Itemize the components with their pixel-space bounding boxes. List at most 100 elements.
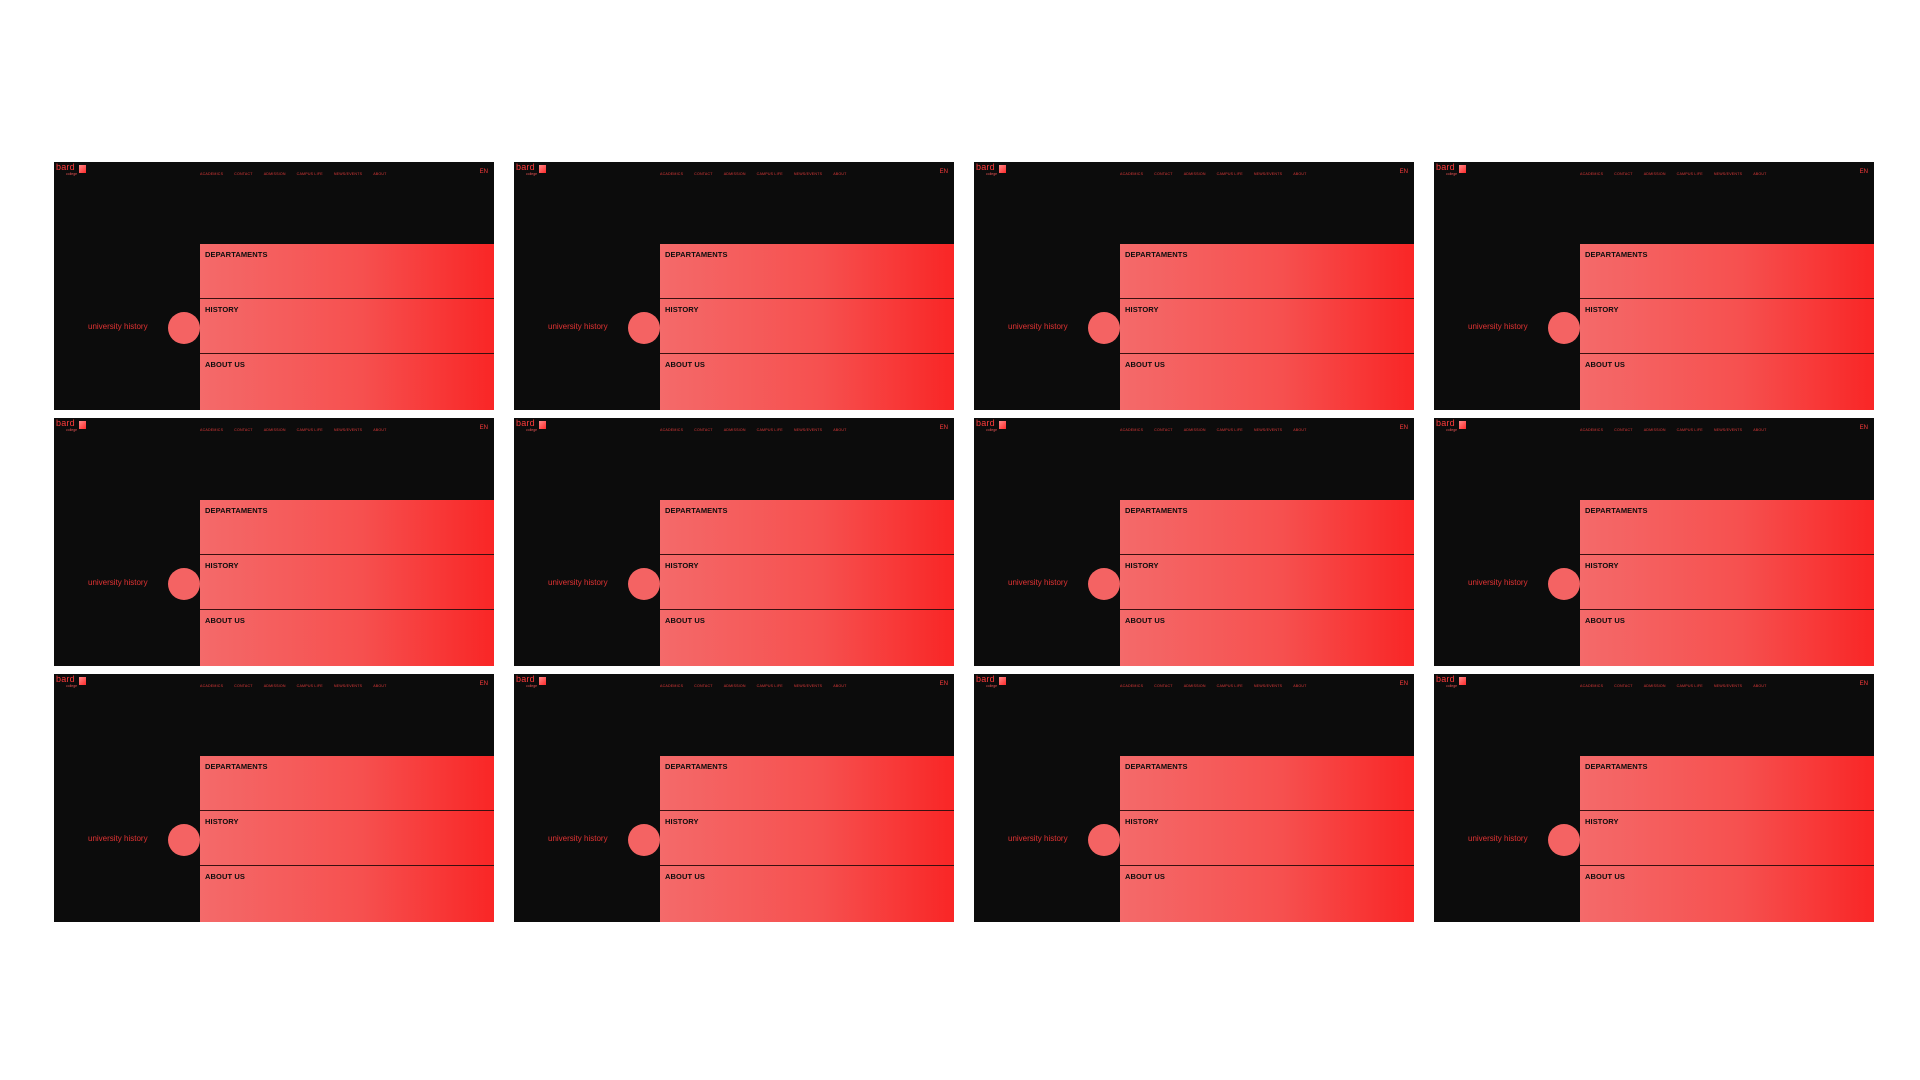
menu-section[interactable]: DEPARTAMENTS xyxy=(1120,500,1414,555)
circle-button-icon[interactable] xyxy=(1548,568,1580,600)
nav-link[interactable]: ABOUT xyxy=(373,684,387,688)
nav-link[interactable]: ADMISSION xyxy=(263,172,286,176)
university-history-link[interactable]: university history xyxy=(88,322,148,331)
nav-link[interactable]: ABOUT xyxy=(833,172,847,176)
university-history-link[interactable]: university history xyxy=(548,834,608,843)
menu-section[interactable]: DEPARTAMENTS xyxy=(1120,244,1414,299)
menu-section[interactable]: ABOUT US xyxy=(1120,354,1414,410)
menu-section[interactable]: HISTORY xyxy=(200,299,494,354)
nav-link[interactable]: ACADEMICS xyxy=(660,684,684,688)
nav-link[interactable]: ACADEMICS xyxy=(1580,428,1604,432)
menu-section[interactable]: HISTORY xyxy=(1580,555,1874,610)
nav-link[interactable]: ACADEMICS xyxy=(1120,684,1144,688)
nav-link[interactable]: CONTACT xyxy=(694,684,713,688)
university-history-link[interactable]: university history xyxy=(88,578,148,587)
university-history-link[interactable]: university history xyxy=(548,322,608,331)
nav-link[interactable]: ADMISSION xyxy=(1183,684,1206,688)
circle-button-icon[interactable] xyxy=(168,312,200,344)
nav-link[interactable]: ABOUT xyxy=(373,172,387,176)
nav-link[interactable]: CONTACT xyxy=(1614,428,1633,432)
nav-link[interactable]: CONTACT xyxy=(694,172,713,176)
nav-link[interactable]: CONTACT xyxy=(1614,172,1633,176)
menu-section[interactable]: DEPARTAMENTS xyxy=(1120,756,1414,811)
menu-section[interactable]: HISTORY xyxy=(1580,299,1874,354)
nav-link[interactable]: ADMISSION xyxy=(263,428,286,432)
nav-link[interactable]: NEWS/EVENTS xyxy=(333,684,363,688)
university-history-link[interactable]: university history xyxy=(1008,578,1068,587)
menu-section[interactable]: HISTORY xyxy=(660,555,954,610)
nav-link[interactable]: NEWS/EVENTS xyxy=(793,684,823,688)
nav-link[interactable]: NEWS/EVENTS xyxy=(793,428,823,432)
nav-link[interactable]: CAMPUS LIFE xyxy=(1676,428,1703,432)
nav-link[interactable]: CONTACT xyxy=(234,428,253,432)
nav-link[interactable]: ADMISSION xyxy=(723,684,746,688)
university-history-link[interactable]: university history xyxy=(548,578,608,587)
nav-link[interactable]: CONTACT xyxy=(234,684,253,688)
language-switch[interactable]: EN xyxy=(1399,169,1408,175)
university-history-link[interactable]: university history xyxy=(1008,834,1068,843)
logo[interactable]: bard college xyxy=(1436,419,1467,433)
nav-link[interactable]: ACADEMICS xyxy=(1120,428,1144,432)
logo[interactable]: bard college xyxy=(56,675,87,689)
nav-link[interactable]: NEWS/EVENTS xyxy=(333,172,363,176)
nav-link[interactable]: CAMPUS LIFE xyxy=(1676,172,1703,176)
nav-link[interactable]: CAMPUS LIFE xyxy=(1216,428,1243,432)
menu-section[interactable]: ABOUT US xyxy=(660,866,954,922)
nav-link[interactable]: NEWS/EVENTS xyxy=(1713,428,1743,432)
nav-link[interactable]: ACADEMICS xyxy=(660,172,684,176)
circle-button-icon[interactable] xyxy=(1088,312,1120,344)
logo[interactable]: bard college xyxy=(516,163,547,177)
nav-link[interactable]: CONTACT xyxy=(1154,684,1173,688)
circle-button-icon[interactable] xyxy=(628,824,660,856)
university-history-link[interactable]: university history xyxy=(1468,834,1528,843)
nav-link[interactable]: ABOUT xyxy=(833,428,847,432)
nav-link[interactable]: CAMPUS LIFE xyxy=(296,172,323,176)
logo[interactable]: bard college xyxy=(516,675,547,689)
menu-section[interactable]: DEPARTAMENTS xyxy=(200,500,494,555)
circle-button-icon[interactable] xyxy=(628,568,660,600)
nav-link[interactable]: NEWS/EVENTS xyxy=(1253,684,1283,688)
menu-section[interactable]: ABOUT US xyxy=(660,610,954,666)
nav-link[interactable]: ABOUT xyxy=(1753,428,1767,432)
circle-button-icon[interactable] xyxy=(628,312,660,344)
menu-section[interactable]: HISTORY xyxy=(1120,555,1414,610)
nav-link[interactable]: ADMISSION xyxy=(1643,684,1666,688)
logo[interactable]: bard college xyxy=(1436,163,1467,177)
nav-link[interactable]: ACADEMICS xyxy=(200,428,224,432)
language-switch[interactable]: EN xyxy=(1859,169,1868,175)
nav-link[interactable]: ADMISSION xyxy=(263,684,286,688)
nav-link[interactable]: NEWS/EVENTS xyxy=(793,172,823,176)
language-switch[interactable]: EN xyxy=(479,681,488,687)
university-history-link[interactable]: university history xyxy=(1008,322,1068,331)
nav-link[interactable]: CAMPUS LIFE xyxy=(1216,172,1243,176)
nav-link[interactable]: NEWS/EVENTS xyxy=(1713,684,1743,688)
nav-link[interactable]: ACADEMICS xyxy=(200,684,224,688)
menu-section[interactable]: HISTORY xyxy=(1120,299,1414,354)
university-history-link[interactable]: university history xyxy=(1468,322,1528,331)
menu-section[interactable]: ABOUT US xyxy=(1580,610,1874,666)
language-switch[interactable]: EN xyxy=(1859,681,1868,687)
logo[interactable]: bard college xyxy=(976,163,1007,177)
nav-link[interactable]: NEWS/EVENTS xyxy=(1253,428,1283,432)
nav-link[interactable]: ABOUT xyxy=(1293,172,1307,176)
language-switch[interactable]: EN xyxy=(1859,425,1868,431)
menu-section[interactable]: HISTORY xyxy=(200,811,494,866)
logo[interactable]: bard college xyxy=(1436,675,1467,689)
nav-link[interactable]: ABOUT xyxy=(833,684,847,688)
language-switch[interactable]: EN xyxy=(479,425,488,431)
logo[interactable]: bard college xyxy=(976,675,1007,689)
nav-link[interactable]: ADMISSION xyxy=(1183,172,1206,176)
nav-link[interactable]: NEWS/EVENTS xyxy=(333,428,363,432)
nav-link[interactable]: CONTACT xyxy=(1154,172,1173,176)
nav-link[interactable]: ABOUT xyxy=(1293,428,1307,432)
nav-link[interactable]: CAMPUS LIFE xyxy=(756,428,783,432)
menu-section[interactable]: HISTORY xyxy=(660,811,954,866)
logo[interactable]: bard college xyxy=(56,163,87,177)
menu-section[interactable]: ABOUT US xyxy=(200,354,494,410)
nav-link[interactable]: CAMPUS LIFE xyxy=(296,684,323,688)
nav-link[interactable]: CONTACT xyxy=(694,428,713,432)
menu-section[interactable]: DEPARTAMENTS xyxy=(660,244,954,299)
nav-link[interactable]: NEWS/EVENTS xyxy=(1713,172,1743,176)
menu-section[interactable]: ABOUT US xyxy=(1580,354,1874,410)
menu-section[interactable]: ABOUT US xyxy=(660,354,954,410)
